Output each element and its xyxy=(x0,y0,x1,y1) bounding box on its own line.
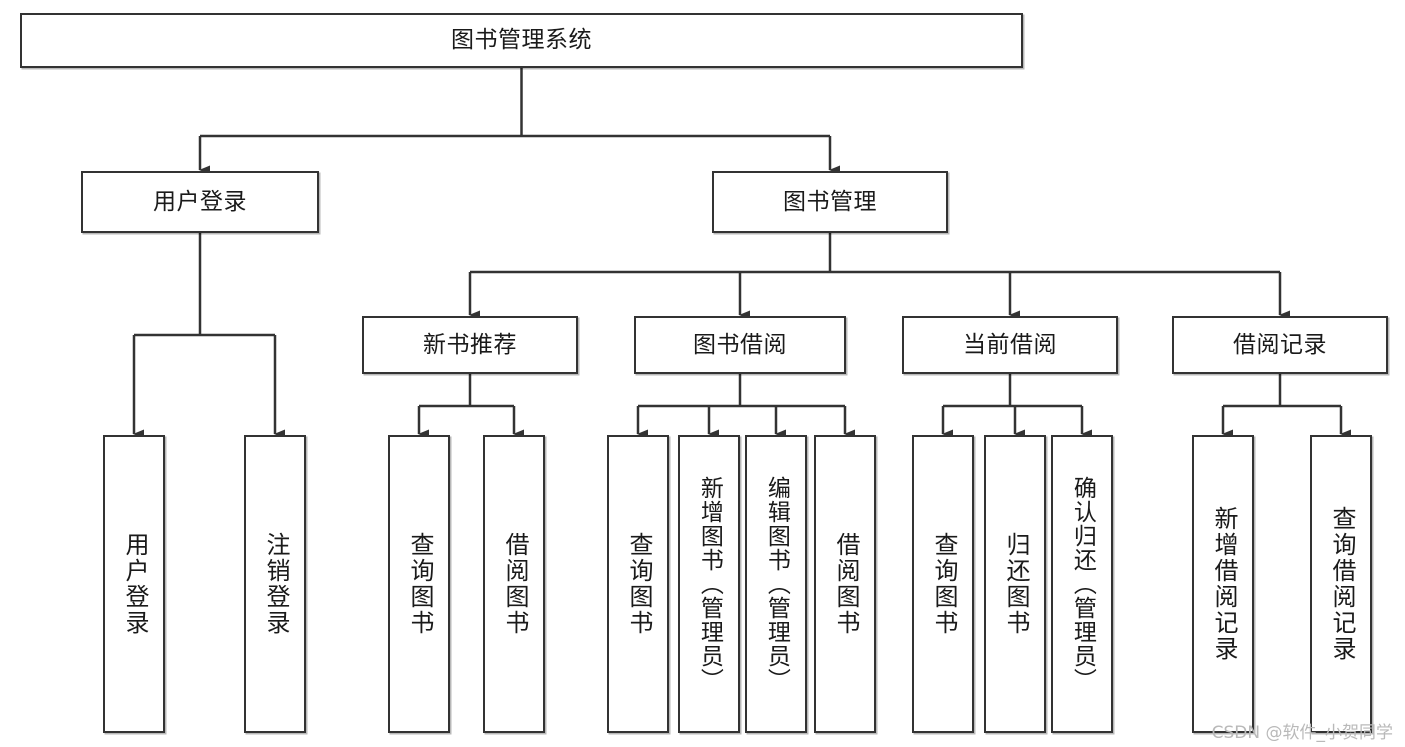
node-leaf-edit-book[interactable]: 编辑图书（管理员） xyxy=(745,435,807,733)
node-leaf-query-2[interactable]: 查询图书 xyxy=(607,435,669,733)
node-label-leaf-borrow-1: 借阅图书 xyxy=(500,532,529,636)
node-leaf-borrow-2[interactable]: 借阅图书 xyxy=(814,435,876,733)
node-label-leaf-add-rec: 新增借阅记录 xyxy=(1209,506,1238,662)
node-current-borrow[interactable]: 当前借阅 xyxy=(902,316,1118,374)
node-leaf-query-rec[interactable]: 查询借阅记录 xyxy=(1310,435,1372,733)
node-leaf-add-book[interactable]: 新增图书（管理员） xyxy=(678,435,740,733)
node-label-borrow-record: 借阅记录 xyxy=(1233,331,1327,358)
node-label-root: 图书管理系统 xyxy=(451,27,592,53)
node-leaf-borrow-1[interactable]: 借阅图书 xyxy=(483,435,545,733)
node-leaf-logout[interactable]: 注销登录 xyxy=(244,435,306,733)
node-user-login[interactable]: 用户登录 xyxy=(81,171,319,233)
node-leaf-confirm[interactable]: 确认归还（管理员） xyxy=(1051,435,1113,733)
node-label-leaf-query-1: 查询图书 xyxy=(405,532,434,636)
node-label-leaf-edit-book: 编辑图书（管理员） xyxy=(763,476,790,692)
node-label-leaf-query-3: 查询图书 xyxy=(929,532,958,636)
node-new-book-rec[interactable]: 新书推荐 xyxy=(362,316,578,374)
node-label-leaf-query-rec: 查询借阅记录 xyxy=(1327,506,1356,662)
node-label-leaf-return: 归还图书 xyxy=(1001,532,1030,636)
node-leaf-login[interactable]: 用户登录 xyxy=(103,435,165,733)
node-label-leaf-confirm: 确认归还（管理员） xyxy=(1069,476,1096,692)
node-label-book-mgmt: 图书管理 xyxy=(783,188,877,215)
edge-group xyxy=(132,68,1351,439)
node-label-leaf-logout: 注销登录 xyxy=(261,532,290,636)
node-label-user-login: 用户登录 xyxy=(153,188,247,215)
node-label-leaf-query-2: 查询图书 xyxy=(624,532,653,636)
node-leaf-add-rec[interactable]: 新增借阅记录 xyxy=(1192,435,1254,733)
node-book-borrow[interactable]: 图书借阅 xyxy=(634,316,846,374)
node-leaf-query-1[interactable]: 查询图书 xyxy=(388,435,450,733)
node-borrow-record[interactable]: 借阅记录 xyxy=(1172,316,1388,374)
node-label-leaf-add-book: 新增图书（管理员） xyxy=(696,476,723,692)
node-label-leaf-login: 用户登录 xyxy=(120,532,149,636)
node-label-leaf-borrow-2: 借阅图书 xyxy=(831,532,860,636)
node-root[interactable]: 图书管理系统 xyxy=(20,13,1023,68)
node-label-book-borrow: 图书借阅 xyxy=(693,331,787,358)
node-label-new-book-rec: 新书推荐 xyxy=(423,331,517,358)
node-label-current-borrow: 当前借阅 xyxy=(963,331,1057,358)
node-leaf-return[interactable]: 归还图书 xyxy=(984,435,1046,733)
node-leaf-query-3[interactable]: 查询图书 xyxy=(912,435,974,733)
node-book-mgmt[interactable]: 图书管理 xyxy=(712,171,948,233)
